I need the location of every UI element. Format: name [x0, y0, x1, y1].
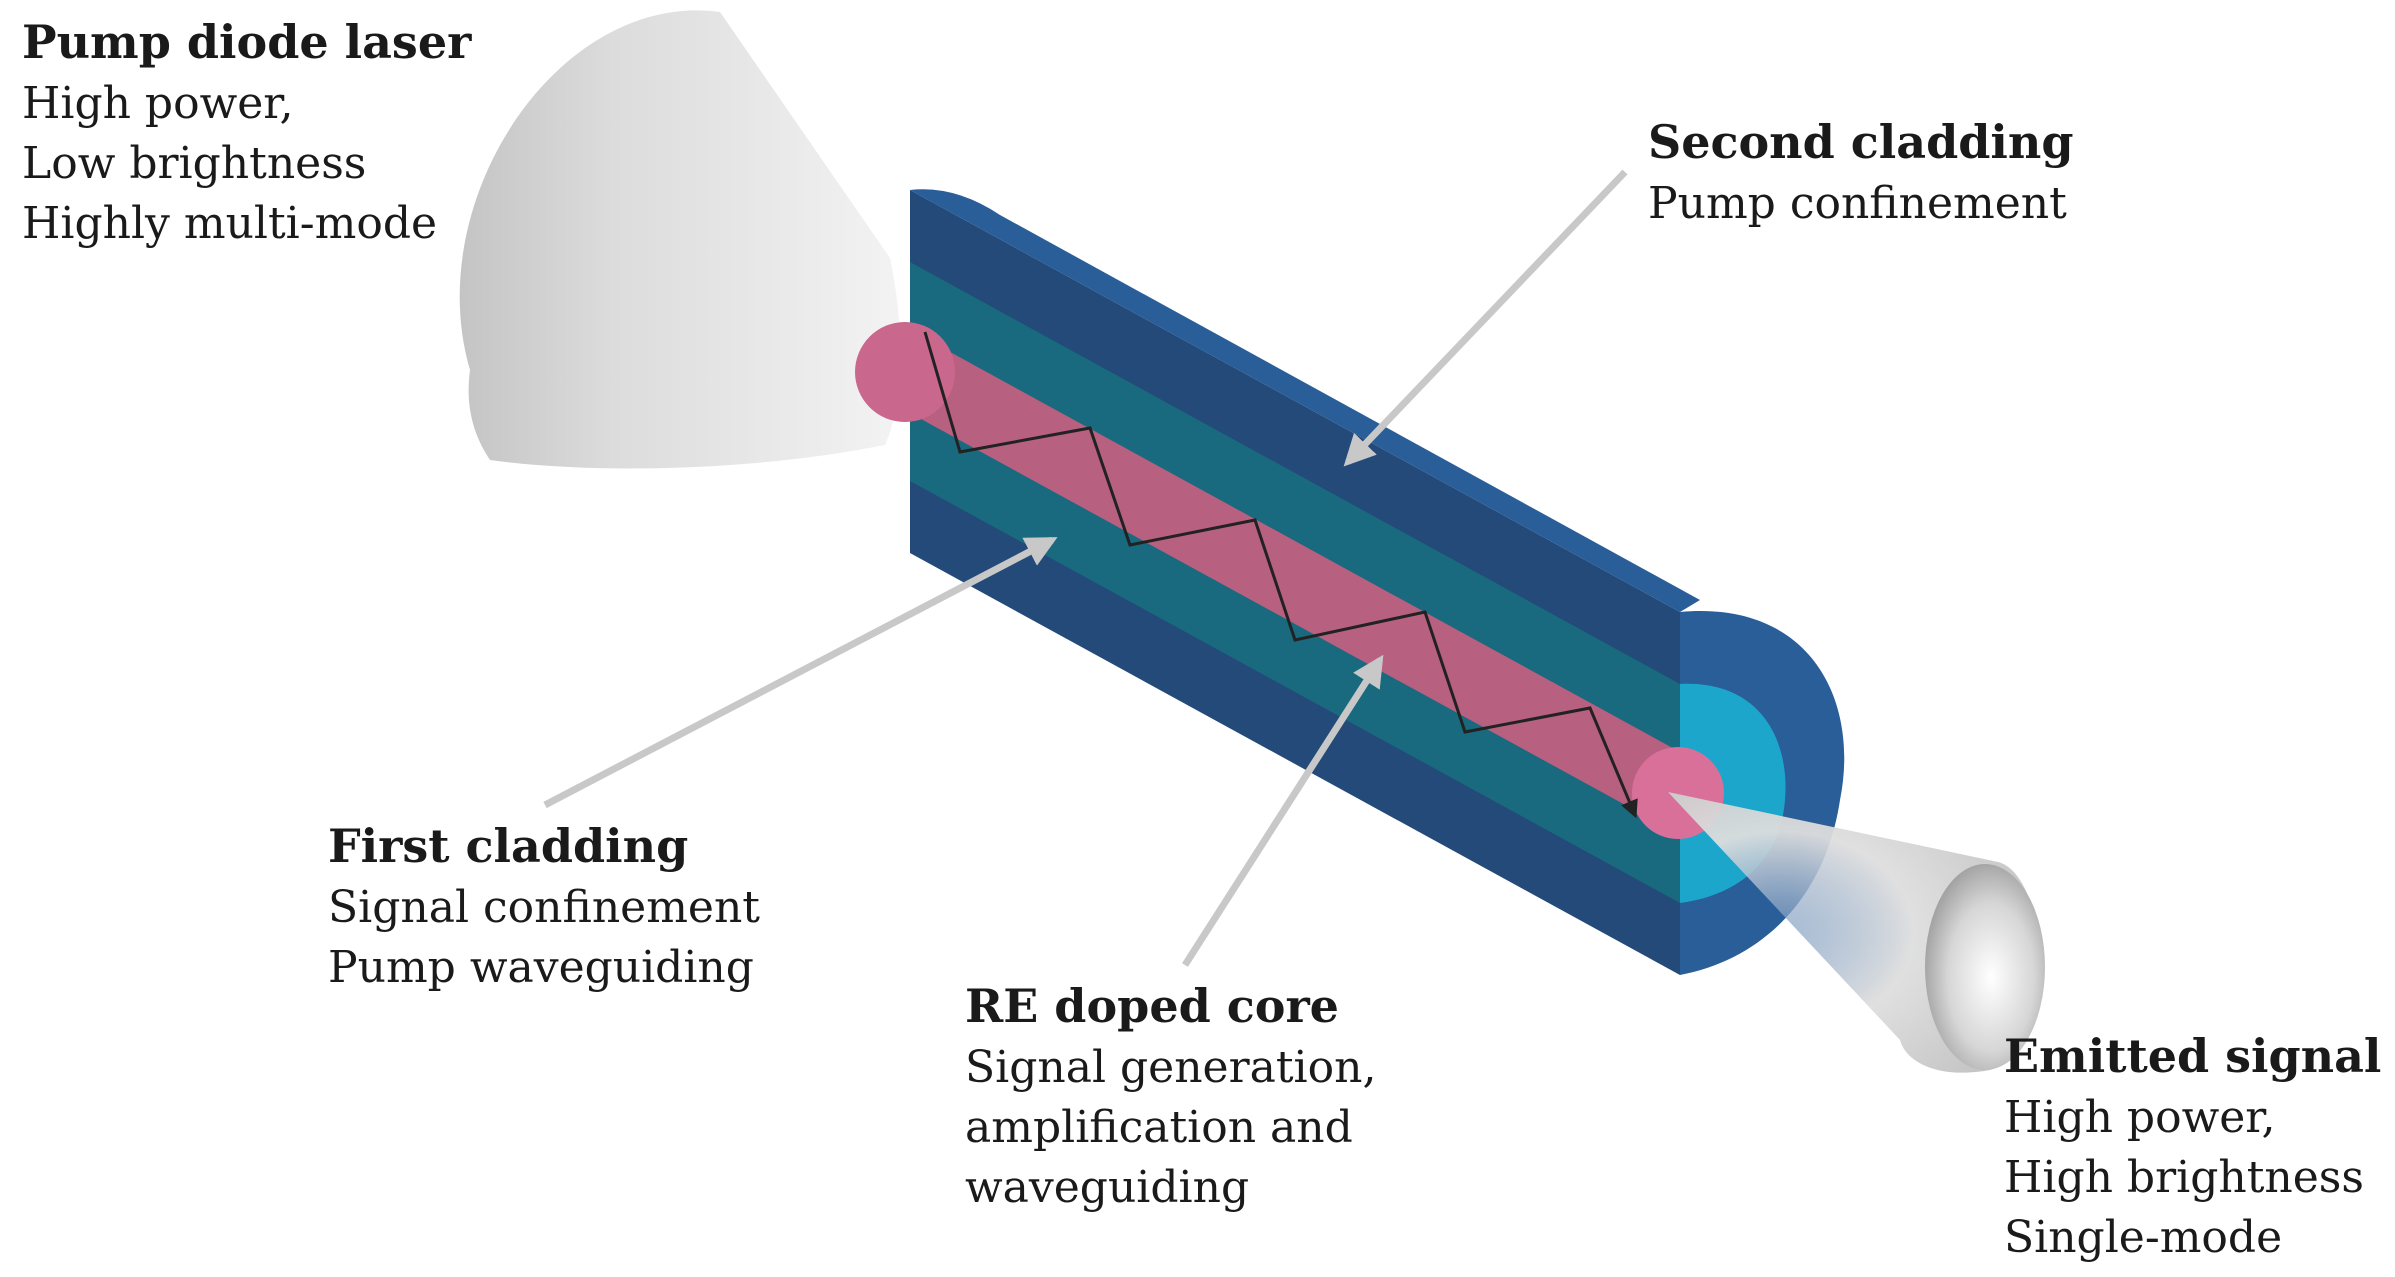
fiber-end-rounding-top: [910, 189, 1700, 613]
pump-diode-title: Pump diode laser: [22, 15, 472, 69]
doped-core-body: [910, 330, 1680, 835]
core-line-3: waveguiding: [965, 1162, 1249, 1213]
pump-diode-line-2: Low brightness: [22, 138, 366, 189]
core-arrow: [1182, 654, 1384, 967]
first-cladding-label: First cladding Signal confinement Pump w…: [328, 819, 760, 993]
second-cladding-line-1: Pump confinement: [1648, 178, 2067, 229]
core-label: RE doped core Signal generation, amplifi…: [965, 979, 1376, 1213]
first-cladding-line-2: Pump waveguiding: [328, 942, 754, 993]
pump-diode-line-1: High power,: [22, 78, 293, 129]
pump-diode-line-3: Highly multi-mode: [22, 198, 437, 249]
second-cladding-arrow: [1343, 169, 1628, 467]
emitted-beam-mouth: [1925, 864, 2045, 1070]
emitted-signal-line-3: Single-mode: [2004, 1212, 2282, 1263]
emitted-signal-line-2: High brightness: [2004, 1152, 2364, 1203]
emitted-signal-title: Emitted signal: [2004, 1029, 2381, 1083]
core-line-1: Signal generation,: [965, 1042, 1376, 1093]
core-title: RE doped core: [965, 979, 1339, 1033]
pump-diode-label: Pump diode laser High power, Low brightn…: [22, 15, 472, 249]
second-cladding-title: Second cladding: [1648, 115, 2074, 169]
second-cladding-label: Second cladding Pump confinement: [1648, 115, 2074, 229]
first-cladding-line-1: Signal confinement: [328, 882, 760, 933]
emitted-signal-line-1: High power,: [2004, 1092, 2275, 1143]
first-cladding-title: First cladding: [328, 819, 688, 873]
signal-ray-zigzag: [923, 331, 1638, 819]
pump-beam-cone: [459, 10, 901, 469]
emitted-signal-label: Emitted signal High power, High brightne…: [2004, 1029, 2381, 1263]
core-input-end: [855, 322, 955, 422]
first-cladding-arrow: [543, 536, 1058, 809]
core-line-2: amplification and: [965, 1102, 1353, 1153]
